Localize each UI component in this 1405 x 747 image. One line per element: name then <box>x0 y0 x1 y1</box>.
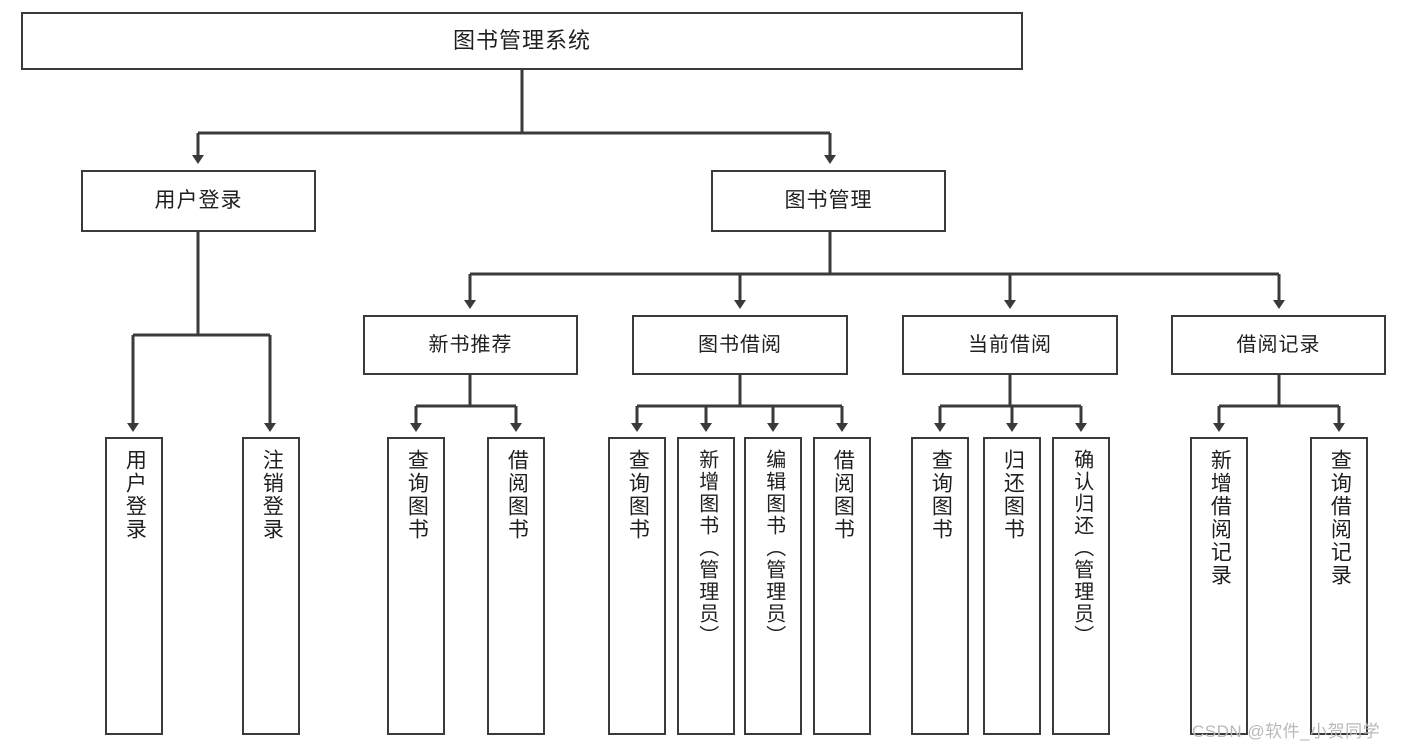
leaf-return-book-label: 归还图书 <box>1001 449 1025 541</box>
leaf-borrow-book[interactable]: 借阅图书 <box>813 437 871 735</box>
leaf-add-borrow-record-label: 新增借阅记录 <box>1208 449 1232 587</box>
leaf-add-book-admin-label: 新增图书（管理员） <box>695 449 718 647</box>
leaf-borrow-book-recommend[interactable]: 借阅图书 <box>487 437 545 735</box>
leaf-query-book-current[interactable]: 查询图书 <box>911 437 969 735</box>
node-new-book-recommend-label: 新书推荐 <box>428 333 513 356</box>
leaf-borrow-book-label: 借阅图书 <box>831 449 855 541</box>
node-new-book-recommend[interactable]: 新书推荐 <box>363 315 578 375</box>
node-root[interactable]: 图书管理系统 <box>21 12 1023 70</box>
leaf-add-borrow-record[interactable]: 新增借阅记录 <box>1190 437 1248 735</box>
leaf-confirm-return-admin[interactable]: 确认归还（管理员） <box>1052 437 1110 735</box>
leaf-query-book-recommend[interactable]: 查询图书 <box>387 437 445 735</box>
leaf-query-book-borrow-label: 查询图书 <box>626 449 650 541</box>
node-current-borrow-label: 当前借阅 <box>968 333 1052 356</box>
node-root-label: 图书管理系统 <box>452 28 591 54</box>
leaf-confirm-return-admin-label: 确认归还（管理员） <box>1070 449 1093 647</box>
node-current-borrow[interactable]: 当前借阅 <box>902 315 1118 375</box>
node-borrow-record[interactable]: 借阅记录 <box>1171 315 1386 375</box>
leaf-query-book-borrow[interactable]: 查询图书 <box>608 437 666 735</box>
leaf-user-login[interactable]: 用户登录 <box>105 437 163 735</box>
leaf-logout-label: 注销登录 <box>260 449 284 541</box>
leaf-user-login-label: 用户登录 <box>123 449 147 541</box>
leaf-borrow-book-recommend-label: 借阅图书 <box>505 449 529 541</box>
node-book-borrow[interactable]: 图书借阅 <box>632 315 848 375</box>
leaf-edit-book-admin-label: 编辑图书（管理员） <box>762 449 785 647</box>
csdn-watermark: CSDN @软件_小贺同学 <box>1192 722 1381 741</box>
leaf-logout[interactable]: 注销登录 <box>242 437 300 735</box>
leaf-query-book-recommend-label: 查询图书 <box>405 449 429 541</box>
node-borrow-record-label: 借阅记录 <box>1236 333 1321 356</box>
leaf-query-borrow-record[interactable]: 查询借阅记录 <box>1310 437 1368 735</box>
leaf-add-book-admin[interactable]: 新增图书（管理员） <box>677 437 735 735</box>
node-book-management[interactable]: 图书管理 <box>711 170 946 232</box>
leaf-query-book-current-label: 查询图书 <box>929 449 953 541</box>
leaf-edit-book-admin[interactable]: 编辑图书（管理员） <box>744 437 802 735</box>
node-book-management-label: 图书管理 <box>784 188 873 212</box>
leaf-query-borrow-record-label: 查询借阅记录 <box>1328 449 1352 587</box>
node-book-borrow-label: 图书借阅 <box>698 333 782 356</box>
node-user-login[interactable]: 用户登录 <box>81 170 316 232</box>
node-user-login-label: 用户登录 <box>154 188 243 212</box>
leaf-return-book[interactable]: 归还图书 <box>983 437 1041 735</box>
